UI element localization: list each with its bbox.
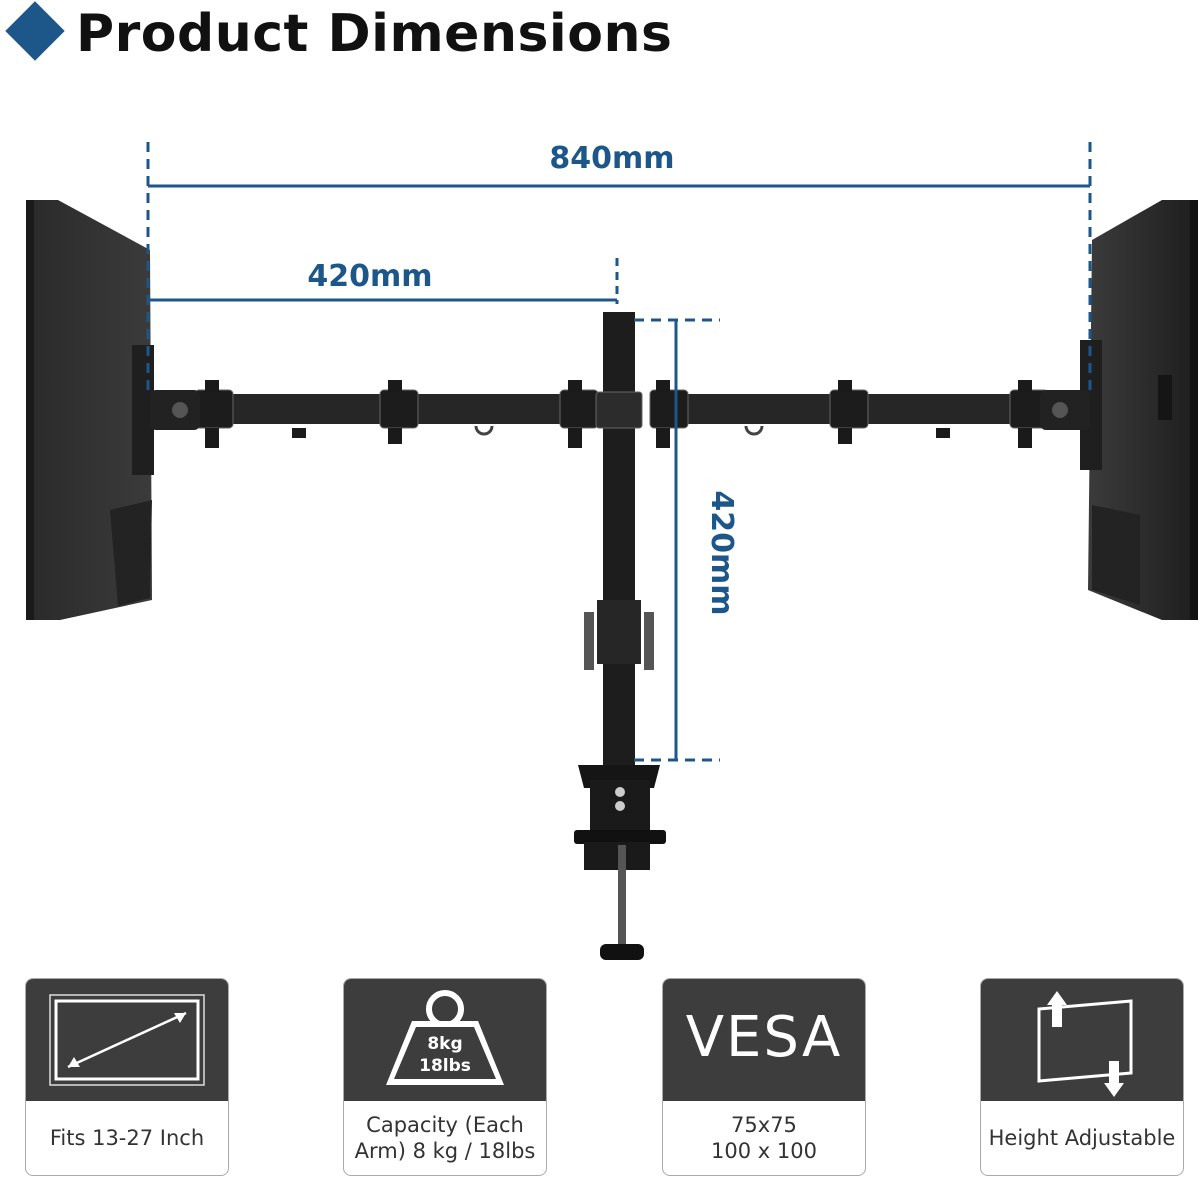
diamond-icon	[5, 1, 65, 61]
arm-length-label: 420mm	[307, 259, 432, 294]
page-title: Product Dimensions	[76, 4, 673, 64]
product-diagram: 840mm 420mm 420mm	[26, 141, 1198, 960]
right-monitor	[1080, 200, 1198, 620]
feature-label: Height Adjustable	[988, 1126, 1176, 1150]
feature-label: Fits 13-27 Inch	[49, 1126, 205, 1150]
monitor-arms	[150, 380, 1090, 448]
header: Product Dimensions	[0, 0, 1200, 70]
weight-badge-lbs: 18lbs	[419, 1056, 471, 1076]
dimension-lines	[146, 142, 1092, 762]
feature-label: 75x75	[731, 1113, 797, 1137]
feature-card-capacity: 8kg 18lbs Capacity (Each Arm) 8 kg / 18l…	[343, 978, 547, 1176]
screen-size-icon	[49, 994, 205, 1086]
weight-icon: 8kg 18lbs	[386, 990, 504, 1085]
pole-height-label: 420mm	[704, 490, 739, 615]
height-adjust-icon	[1037, 991, 1133, 1097]
desk-clamp	[574, 765, 666, 960]
feature-card-height: Height Adjustable	[980, 978, 1184, 1176]
feature-label: 100 x 100	[711, 1139, 817, 1163]
feature-label: Arm) 8 kg / 18lbs	[354, 1139, 536, 1163]
pole	[584, 312, 654, 767]
weight-badge-kg: 8kg	[427, 1034, 462, 1054]
left-monitor	[26, 200, 154, 620]
feature-label: Capacity (Each	[366, 1113, 524, 1137]
feature-card-screen-size: Fits 13-27 Inch	[25, 978, 229, 1176]
feature-card-vesa: VESA 75x75 100 x 100	[662, 978, 866, 1176]
total-width-label: 840mm	[549, 141, 674, 176]
vesa-badge: VESA	[685, 1005, 843, 1070]
